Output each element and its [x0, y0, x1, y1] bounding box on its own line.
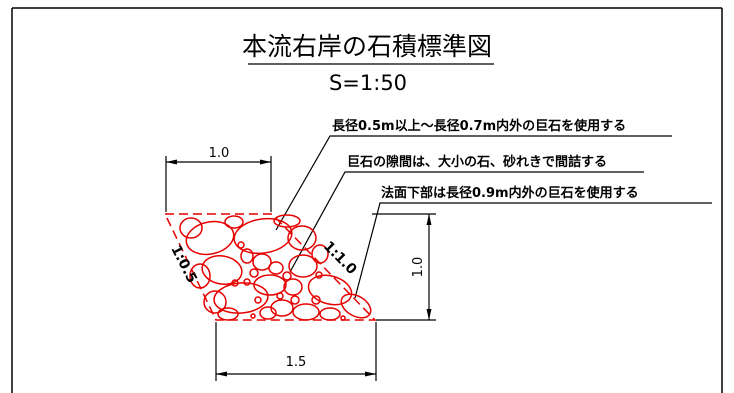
stone: [213, 282, 269, 314]
stone: [340, 293, 372, 319]
bottom-dim-arrow-left: [216, 371, 227, 377]
stone: [224, 215, 244, 229]
pebble: [290, 295, 300, 305]
stone: [233, 217, 293, 255]
stone: [259, 306, 277, 320]
note-large-stones: 長径0.5m以上～長径0.7m内外の巨石を使用する: [332, 118, 626, 134]
stone-masonry-body: [163, 213, 377, 321]
leader-line-3: [354, 202, 712, 299]
stone: [185, 220, 235, 256]
stone: [240, 248, 254, 264]
stone: [189, 263, 211, 289]
note-lower-slope-stones: 法面下部は長径0.9m内外の巨石を使用する: [381, 185, 639, 201]
dimension-lines: [165, 156, 436, 381]
top-dim-arrow-left: [166, 159, 177, 165]
stone: [307, 274, 353, 306]
pebble: [254, 296, 262, 304]
note-gap-filling: 巨石の隙間は、大小の石、砂れきで間詰する: [347, 154, 607, 170]
pebble: [250, 313, 256, 319]
drawing-frame: [11, 7, 723, 393]
pebble: [237, 241, 245, 249]
top-width-value: 1.0: [209, 146, 230, 161]
stone: [179, 217, 203, 239]
stone: [292, 303, 320, 321]
scale-label: S=1:50: [329, 71, 407, 95]
stone: [273, 214, 301, 228]
stone: [268, 261, 284, 275]
stone: [203, 290, 227, 314]
stone: [311, 244, 329, 264]
pebble: [231, 279, 239, 287]
pebble: [315, 271, 323, 279]
bottom-width-value: 1.5: [286, 355, 307, 370]
pebble: [276, 292, 284, 300]
stone: [252, 253, 272, 271]
stone: [287, 225, 317, 251]
right-dim-arrow-top: [426, 214, 432, 225]
pebble: [311, 295, 321, 305]
stone: [283, 278, 303, 296]
stone: [201, 255, 243, 285]
pebble: [282, 271, 292, 281]
stone: [270, 299, 294, 317]
height-value: 1.0: [411, 257, 426, 278]
leader-line-2: [289, 171, 644, 273]
outline-dashed: [163, 213, 377, 321]
stone: [319, 307, 341, 321]
pebble: [340, 315, 346, 321]
stone: [253, 274, 287, 296]
pebble: [249, 268, 259, 278]
slope-label-right: 1:1.0: [320, 238, 360, 278]
stone: [217, 307, 239, 321]
slope-label-left: 1:0.5: [167, 243, 199, 286]
drawing-title: 本流右岸の石積標準図: [242, 32, 492, 61]
bottom-dim-arrow-right: [365, 371, 376, 377]
right-dim-arrow-bottom: [426, 309, 432, 320]
leader-line-1: [275, 135, 672, 231]
leader-lines: [275, 135, 712, 299]
top-dim-arrow-right: [260, 159, 271, 165]
stone: [288, 254, 318, 278]
pebble: [243, 278, 251, 286]
